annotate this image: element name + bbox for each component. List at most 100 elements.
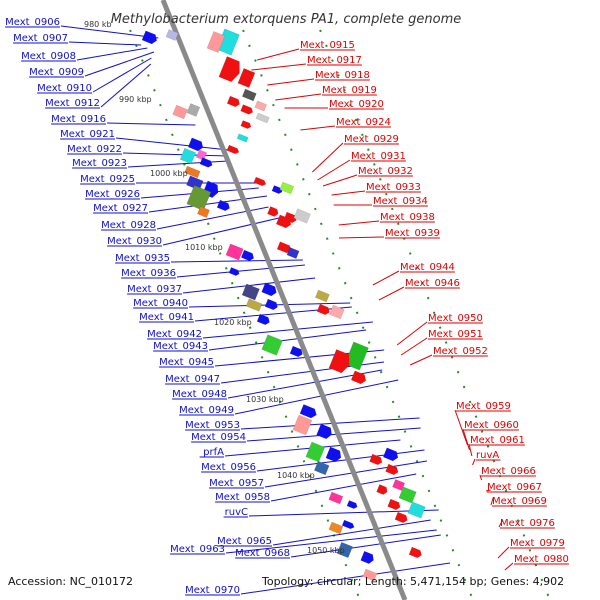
gene-label-mext_0954[interactable]: Mext_0954 [191, 432, 246, 443]
gene-box[interactable] [328, 491, 344, 505]
gene-label-mext_0931[interactable]: Mext_0931 [351, 151, 406, 162]
gene-label-mext_0934[interactable]: Mext_0934 [373, 196, 428, 207]
gene-box[interactable] [255, 112, 270, 124]
gene-label-mext_0940[interactable]: Mext_0940 [133, 298, 188, 309]
gene-arrow[interactable] [228, 267, 241, 276]
gene-box[interactable] [328, 521, 344, 535]
gene-label-mext_0942[interactable]: Mext_0942 [147, 329, 202, 340]
gene-box[interactable] [329, 304, 345, 320]
gene-label-mext_0970[interactable]: Mext_0970 [185, 585, 240, 596]
gene-arrow[interactable] [199, 157, 214, 169]
gene-box[interactable] [305, 441, 326, 463]
gene-label-mext_0928[interactable]: Mext_0928 [101, 220, 156, 231]
gene-arrow[interactable] [408, 547, 423, 559]
gene-arrow[interactable] [276, 214, 293, 230]
gene-arrow[interactable] [227, 96, 241, 108]
gene-arrow[interactable] [226, 144, 240, 155]
gene-arrow[interactable] [218, 56, 244, 83]
gene-arrow[interactable] [289, 346, 304, 358]
gene-box[interactable] [241, 283, 260, 301]
gene-arrow[interactable] [316, 304, 331, 316]
gene-label-mext_0921[interactable]: Mext_0921 [60, 129, 115, 140]
gene-arrow[interactable] [376, 484, 388, 495]
gene-label-mext_0907[interactable]: Mext_0907 [13, 33, 68, 44]
gene-label-mext_0922[interactable]: Mext_0922 [67, 144, 122, 155]
gene-label-mext_0979[interactable]: Mext_0979 [510, 538, 565, 549]
gene-arrow[interactable] [241, 250, 255, 262]
gene-label-mext_0946[interactable]: Mext_0946 [405, 278, 460, 289]
gene-box[interactable] [407, 501, 426, 519]
gene-arrow[interactable] [387, 499, 402, 511]
gene-box[interactable] [165, 29, 179, 41]
gene-label-mext_0950[interactable]: Mext_0950 [428, 313, 483, 324]
gene-box[interactable] [293, 208, 311, 224]
gene-label-mext_0923[interactable]: Mext_0923 [72, 158, 127, 169]
gene-label-mext_0944[interactable]: Mext_0944 [400, 262, 455, 273]
gene-label-mext_0935[interactable]: Mext_0935 [115, 253, 170, 264]
gene-box[interactable] [186, 175, 204, 191]
gene-label-mext_0938[interactable]: Mext_0938 [380, 212, 435, 223]
gene-label-mext_0943[interactable]: Mext_0943 [153, 341, 208, 352]
gene-label-ruva[interactable]: ruvA [476, 450, 499, 461]
gene-box[interactable] [186, 103, 201, 117]
gene-box[interactable] [197, 206, 210, 218]
gene-label-mext_0927[interactable]: Mext_0927 [93, 203, 148, 214]
gene-box[interactable] [172, 104, 188, 120]
gene-arrow[interactable] [261, 282, 279, 298]
gene-box[interactable] [336, 541, 353, 559]
gene-label-mext_0945[interactable]: Mext_0945 [159, 357, 214, 368]
gene-arrow[interactable] [316, 423, 333, 440]
gene-box[interactable] [237, 68, 256, 88]
gene-arrow[interactable] [346, 500, 359, 509]
gene-label-mext_0958[interactable]: Mext_0958 [215, 492, 270, 503]
gene-arrow[interactable] [325, 446, 343, 463]
gene-label-mext_0915[interactable]: Mext_0915 [300, 40, 355, 51]
gene-label-mext_0949[interactable]: Mext_0949 [179, 405, 234, 416]
gene-label-mext_0956[interactable]: Mext_0956 [201, 462, 256, 473]
gene-label-mext_0953[interactable]: Mext_0953 [185, 420, 240, 431]
gene-label-mext_0918[interactable]: Mext_0918 [315, 70, 370, 81]
gene-label-mext_0980[interactable]: Mext_0980 [514, 554, 569, 565]
gene-label-mext_0965[interactable]: Mext_0965 [217, 536, 272, 547]
gene-arrow[interactable] [383, 447, 400, 463]
gene-box[interactable] [313, 460, 330, 476]
gene-label-mext_0929[interactable]: Mext_0929 [344, 134, 399, 145]
gene-label-mext_0933[interactable]: Mext_0933 [366, 182, 421, 193]
gene-label-mext_0917[interactable]: Mext_0917 [307, 55, 362, 66]
gene-label-mext_0908[interactable]: Mext_0908 [21, 51, 76, 62]
gene-label-mext_0932[interactable]: Mext_0932 [358, 166, 413, 177]
gene-box[interactable] [184, 165, 201, 179]
gene-label-mext_0925[interactable]: Mext_0925 [80, 174, 135, 185]
gene-label-mext_0947[interactable]: Mext_0947 [165, 374, 220, 385]
gene-box[interactable] [398, 486, 417, 504]
gene-label-mext_0948[interactable]: Mext_0948 [172, 389, 227, 400]
gene-label-mext_0926[interactable]: Mext_0926 [85, 189, 140, 200]
gene-box[interactable] [344, 341, 369, 371]
gene-box[interactable] [286, 247, 300, 259]
gene-box[interactable] [236, 133, 249, 143]
gene-box[interactable] [314, 289, 330, 303]
gene-label-mext_0909[interactable]: Mext_0909 [29, 67, 84, 78]
gene-label-mext_0936[interactable]: Mext_0936 [121, 268, 176, 279]
gene-arrow[interactable] [240, 104, 254, 116]
gene-label-mext_0910[interactable]: Mext_0910 [37, 83, 92, 94]
gene-arrow[interactable] [369, 454, 383, 466]
gene-box[interactable] [206, 31, 226, 53]
gene-box[interactable] [225, 243, 244, 261]
gene-label-mext_0939[interactable]: Mext_0939 [385, 228, 440, 239]
gene-label-mext_0969[interactable]: Mext_0969 [492, 496, 547, 507]
gene-box[interactable] [292, 414, 313, 436]
gene-arrow[interactable] [360, 551, 376, 565]
gene-label-mext_0912[interactable]: Mext_0912 [45, 98, 100, 109]
gene-box[interactable] [241, 88, 257, 102]
gene-label-mext_0941[interactable]: Mext_0941 [139, 312, 194, 323]
gene-label-ruvc[interactable]: ruvC [225, 507, 248, 518]
gene-arrow[interactable] [188, 137, 205, 153]
gene-label-mext_0957[interactable]: Mext_0957 [209, 478, 264, 489]
gene-arrow[interactable] [267, 206, 279, 217]
gene-arrow[interactable] [141, 30, 159, 46]
gene-arrow[interactable] [277, 241, 293, 255]
gene-label-mext_0937[interactable]: Mext_0937 [127, 284, 182, 295]
gene-label-mext_0906[interactable]: Mext_0906 [5, 17, 60, 28]
gene-box[interactable] [179, 147, 197, 165]
